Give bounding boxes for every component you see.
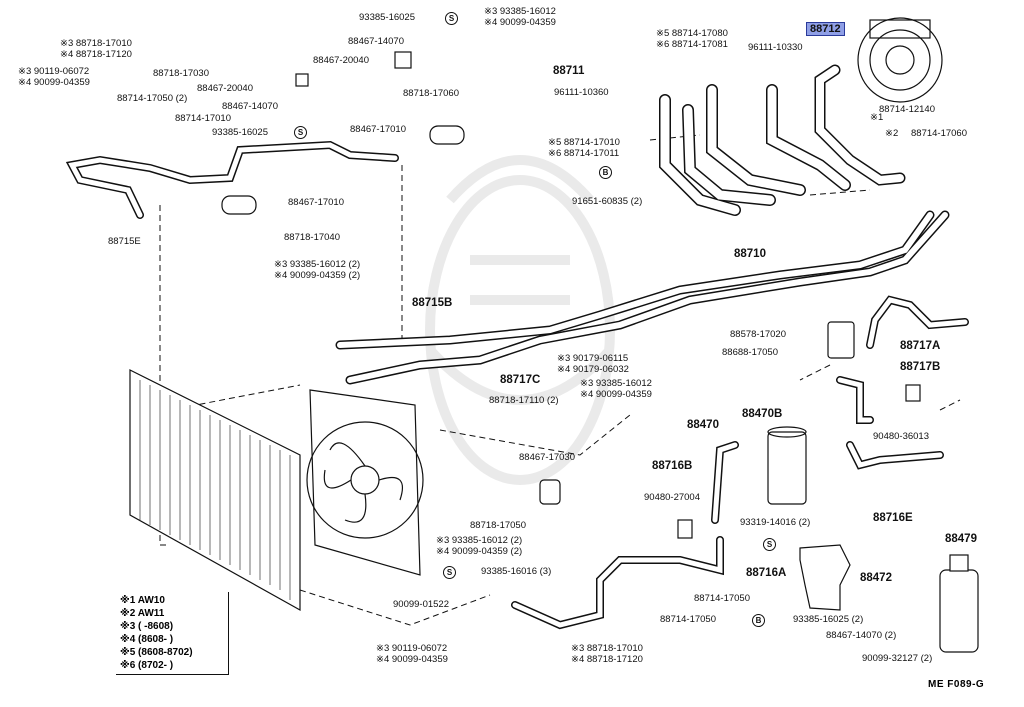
label-88718-17060: 88718-17060: [403, 88, 459, 99]
label-88714-17050-c: 88714-17050: [694, 593, 750, 604]
label-90099-01522: 90099-01522: [393, 599, 449, 610]
label-88718-17110: 88718-17110 (2): [489, 395, 559, 406]
label-88711: 88711: [553, 65, 585, 77]
label-93385-16025-top: 93385-16025: [359, 12, 415, 23]
label-96111-10330: 96111-10330: [748, 42, 803, 53]
label-88688-17050: 88688-17050: [722, 347, 778, 358]
label-stack-90119-a: ※3 90119-06072 ※4 90099-04359: [18, 66, 90, 88]
label-stack-88718-c: ※3 88718-17010 ※4 88718-17120: [571, 643, 643, 665]
label-stack-88718-a: ※3 88718-17010 ※4 88718-17120: [60, 38, 132, 60]
label-88479: 88479: [945, 533, 977, 545]
legend-box: ※1 AW10 ※2 AW11 ※3 ( -8608) ※4 (8608- ) …: [116, 592, 229, 675]
label-88714-17050-2: 88714-17050 (2): [117, 93, 188, 104]
label-88717a: 88717A: [900, 340, 941, 352]
label-90099-32127: 90099-32127 (2): [862, 653, 933, 664]
legend-item: ※1 AW10: [120, 595, 165, 606]
label-93385-16025-b: 93385-16025: [212, 127, 268, 138]
label-88472: 88472: [860, 572, 892, 584]
label-88716e: 88716E: [873, 512, 913, 524]
label-88716b: 88716B: [652, 460, 693, 472]
label-88578-17020: 88578-17020: [730, 329, 786, 340]
label-93385-16016: 93385-16016 (3): [481, 566, 552, 577]
label-88467-14070: 88467-14070: [348, 36, 404, 47]
label-90480-36013: 90480-36013: [873, 431, 929, 442]
label-88710: 88710: [734, 248, 766, 260]
circle-s-icon-2: S: [294, 126, 307, 139]
label-88716a: 88716A: [746, 567, 787, 579]
label-88467-17010-a: 88467-17010: [350, 124, 406, 135]
label-88718-17040: 88718-17040: [284, 232, 340, 243]
legend-item: ※4 (8608- ): [120, 634, 174, 645]
label-stack-93385-2b: ※3 93385-16012 (2) ※4 90099-04359 (2): [436, 535, 523, 557]
circle-s-icon-4: S: [443, 566, 456, 579]
highlight-label-88712[interactable]: 88712: [806, 22, 845, 36]
label-stack-93385-2a: ※3 93385-16012 (2) ※4 90099-04359 (2): [274, 259, 361, 281]
label-88467-17030: 88467-17030: [519, 452, 575, 463]
receiver-drier: [767, 426, 807, 505]
circle-s-icon: S: [445, 12, 458, 25]
oil-bottle-88479: [939, 554, 979, 653]
legend-item: ※2 AW11: [120, 608, 165, 619]
label-88715e: 88715E: [108, 236, 141, 247]
circle-b-icon-2: B: [752, 614, 765, 627]
label-stack-top-right: ※3 93385-16012 ※4 90099-04359: [484, 6, 556, 28]
label-88718-17050: 88718-17050: [470, 520, 526, 531]
label-stack-93385-b: ※3 93385-16012 ※4 90099-04359: [580, 378, 652, 400]
legend-item: ※6 (8702- ): [120, 660, 174, 671]
mark-1: ※1: [870, 112, 884, 123]
label-88467-17010-b: 88467-17010: [288, 197, 344, 208]
label-88717c: 88717C: [500, 374, 541, 386]
label-88467-14070-b: 88467-14070: [222, 101, 278, 112]
label-93385-16025-2: 93385-16025 (2): [793, 614, 864, 625]
cooling-fan: [306, 389, 424, 576]
label-88715b: 88715B: [412, 297, 453, 309]
label-stack-88714-1701x: ※5 88714-17010 ※6 88714-17011: [548, 137, 620, 159]
legend-item: ※5 (8608-8702): [120, 647, 193, 658]
diagram-code: ME F089-G: [928, 679, 985, 690]
label-stack-90179: ※3 90179-06115 ※4 90179-06032: [557, 353, 629, 375]
label-88470: 88470: [687, 419, 719, 431]
label-90480-27004: 90480-27004: [644, 492, 700, 503]
label-88714-17010-a: 88714-17010: [175, 113, 231, 124]
compressor: [857, 17, 943, 103]
label-88467-20040: 88467-20040: [313, 55, 369, 66]
label-88714-17060: 88714-17060: [911, 128, 967, 139]
label-88714-12140: 88714-12140: [879, 104, 935, 115]
label-88714-17050-d: 88714-17050: [660, 614, 716, 625]
label-stack-88714-1708x: ※5 88714-17080 ※6 88714-17081: [656, 28, 728, 50]
label-91651-60835: 91651-60835 (2): [572, 196, 643, 207]
bracket-88472: [799, 544, 851, 611]
label-88467-14070-2: 88467-14070 (2): [826, 630, 897, 641]
label-88717b: 88717B: [900, 361, 941, 373]
circle-s-icon-3: S: [763, 538, 776, 551]
label-88470b: 88470B: [742, 408, 783, 420]
legend-item: ※3 ( -8608): [120, 621, 174, 632]
small-parts: [221, 51, 921, 539]
label-96111-10360: 96111-10360: [554, 87, 609, 98]
mark-2: ※2: [885, 128, 899, 139]
circle-b-icon: B: [599, 166, 612, 179]
label-88718-17030: 88718-17030: [153, 68, 209, 79]
label-stack-90119-b: ※3 90119-06072 ※4 90099-04359: [376, 643, 448, 665]
label-88467-20040-b: 88467-20040: [197, 83, 253, 94]
label-93319-14016: 93319-14016 (2): [740, 517, 811, 528]
condenser: [129, 369, 301, 612]
